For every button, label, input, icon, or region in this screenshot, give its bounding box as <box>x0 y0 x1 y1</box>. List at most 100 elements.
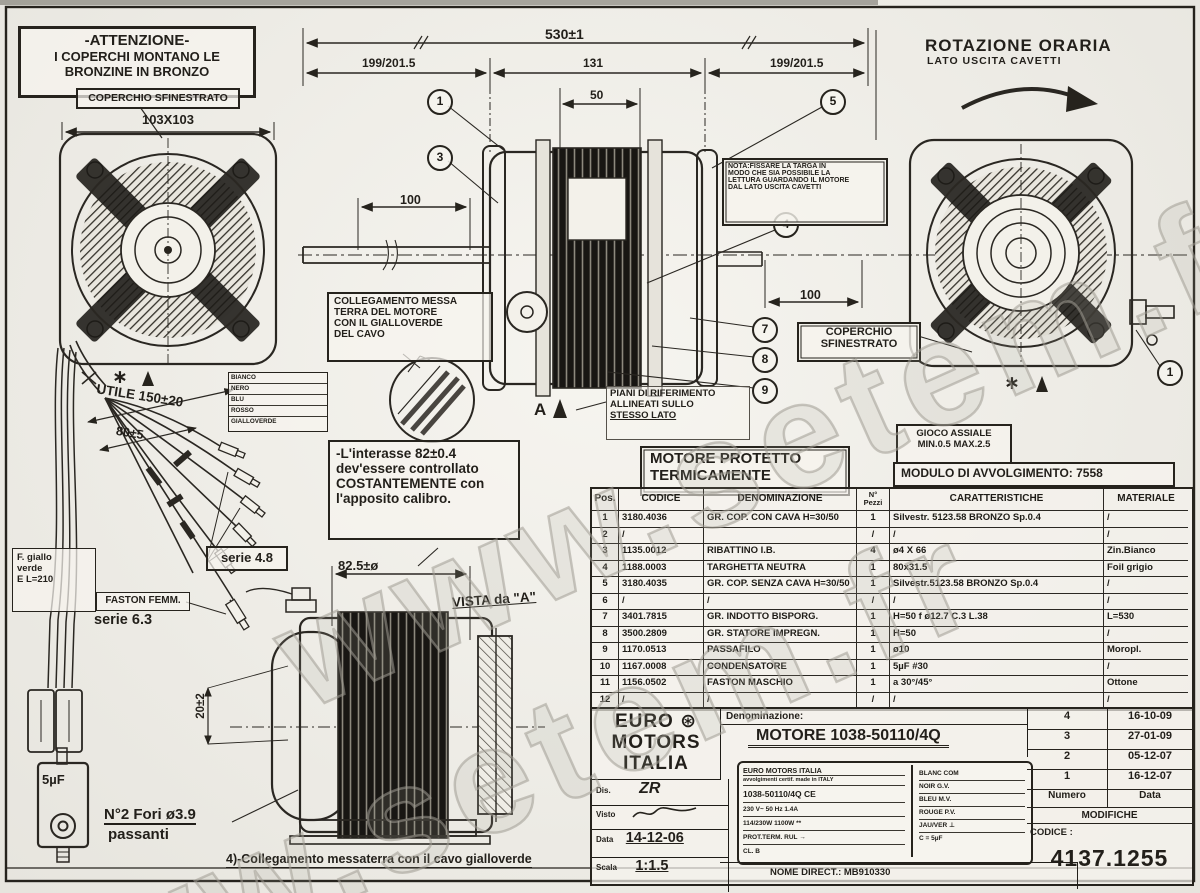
data-col-label: Data <box>1139 790 1161 801</box>
dim-20: 20±2 <box>194 693 207 719</box>
plate-wire-row: C = 5µF <box>919 835 943 842</box>
interasse-note: -L'interasse 82±0.4 dev'essere controlla… <box>328 440 520 540</box>
cell-pos: 11 <box>592 675 619 693</box>
plate-wire-row: BLANC COM <box>919 768 1025 781</box>
interasse-line: -L'interasse 82±0.4 <box>336 446 457 461</box>
collegamento-line: TERRA DEL MOTORE <box>334 307 438 318</box>
plate-line: 230 V~ 50 Hz 1.4A <box>743 803 905 817</box>
attenzione-line1: I COPERCHI MONTANO LE <box>54 49 220 64</box>
callout-3: 3 <box>427 145 453 171</box>
dim-100-left: 100 <box>400 193 421 207</box>
cell-car: 80x31.5 <box>890 559 1104 577</box>
cell-codice: / <box>619 592 704 610</box>
faston-femm-label: FASTON FEMM. <box>96 592 190 611</box>
denominazione-area: Denominazione: MOTORE 1038-50110/4Q <box>720 709 1028 757</box>
visto-signature <box>632 807 697 818</box>
coperchio-left-label: COPERCHIO SFINESTRATO <box>76 88 240 109</box>
company-logo: EURO ⊛ MOTORS ITALIA <box>592 709 721 780</box>
protetto-line1: MOTORE PROTETTO <box>650 450 802 467</box>
cell-codice: 1188.0003 <box>619 559 704 577</box>
cell-mat: / <box>1104 526 1188 544</box>
pezzi-h1: N° <box>868 490 878 499</box>
cell-mat: / <box>1104 658 1188 676</box>
cell-mat: L=530 <box>1104 609 1188 626</box>
codice-value: 4137.1255 <box>1050 845 1169 871</box>
collegamento-line: DEL CAVO <box>334 329 385 340</box>
cell-pezzi: 1 <box>857 658 890 676</box>
callout-1: 1 <box>427 89 453 115</box>
plate-wire-row: BLEU M.V. <box>919 794 1025 807</box>
callout-5: 5 <box>820 89 846 115</box>
capacitor <box>36 747 90 863</box>
plate-line: EURO MOTORS ITALIA <box>743 766 905 776</box>
logo-line2: MOTORS <box>611 732 701 753</box>
collegamento-line: COLLEGAMENTO MESSA <box>334 296 458 307</box>
plate-line: avvolgimenti certif. made in ITALY <box>743 776 905 786</box>
gioco-line1: GIOCO ASSIALE <box>916 428 992 439</box>
plate-wire-row: JAU/VER ⊥ <box>919 820 1025 833</box>
cell-den: PASSAFILO <box>704 642 857 659</box>
scala-value: 1:1.5 <box>635 858 669 874</box>
dim-103x103: 103X103 <box>141 112 195 127</box>
interasse-line: COSTANTEMENTE con <box>336 476 485 491</box>
cell-pezzi: 1 <box>857 675 890 693</box>
cell-car: / <box>890 692 1104 709</box>
cell-codice: 1135.0012 <box>619 543 704 560</box>
wire-color-legend: BIANCO NERO BLU ROSSO GIALLOVERDE <box>228 372 328 432</box>
piani-line: ALLINEATI SULLO <box>610 399 694 410</box>
cell-den: TARGHETTA NEUTRA <box>704 559 857 577</box>
title-block: EURO ⊛ MOTORS ITALIA Dis. ZR Visto Data … <box>590 707 1194 892</box>
cell-den: GR. COP. SENZA CAVA H=30/50 <box>704 576 857 593</box>
targa-line: NOTA:FISSARE LA TARGA IN <box>728 163 826 170</box>
cell-mat: / <box>1104 576 1188 593</box>
callout-7: 7 <box>752 317 778 343</box>
cell-codice: 1156.0502 <box>619 675 704 693</box>
callout-8: 8 <box>752 347 778 373</box>
cell-pezzi: 1 <box>857 609 890 626</box>
rev-number: 4 <box>1027 710 1107 730</box>
coperchio-right-line1: COPERCHIO <box>825 326 893 338</box>
bottom-motor-side-view <box>230 587 545 845</box>
cell-pos: 7 <box>592 609 619 626</box>
col-header-pos: Pos. <box>592 489 619 510</box>
cell-pos: 6 <box>592 592 619 610</box>
cell-car: H=50 <box>890 625 1104 643</box>
dim-530: 530±1 <box>545 26 584 42</box>
visto-row: Visto <box>592 803 729 830</box>
cell-codice: / <box>619 526 704 544</box>
plate-line: CL. B <box>743 848 760 855</box>
cell-den: GR. INDOTTO BISPORG. <box>704 609 857 626</box>
cell-mat: / <box>1104 625 1188 643</box>
motor-model: MOTORE 1038-50110/4Q <box>748 727 949 748</box>
cell-mat: Moropl. <box>1104 642 1188 659</box>
cell-car: ø4 X 66 <box>890 543 1104 560</box>
rev-number: 1 <box>1027 770 1107 790</box>
gioco-assiale-note: GIOCO ASSIALE MIN.0.5 MAX.2.5 <box>896 424 1012 464</box>
logo-line1: EURO <box>614 711 674 732</box>
cell-pos: 3 <box>592 543 619 560</box>
piani-line: PIANI DI RIFERIMENTO <box>610 388 716 399</box>
col-header-codice: CODICE <box>619 489 704 510</box>
motor-nameplate: EURO MOTORS ITALIA avvolgimenti certif. … <box>737 761 1033 865</box>
cell-pezzi: / <box>857 592 890 610</box>
cell-car: H=50 f ø12.7 C.3 L.38 <box>890 609 1104 626</box>
rotazione-title: ROTAZIONE ORARIA <box>925 36 1112 55</box>
left-motor-end-view <box>58 132 278 386</box>
cell-pezzi: 1 <box>857 559 890 577</box>
cell-mat: / <box>1104 592 1188 610</box>
cell-den: / <box>704 592 857 610</box>
cell-pos: 10 <box>592 658 619 676</box>
revision-block: 4 16-10-09 3 27-01-09 2 05-12-07 1 16-12… <box>1027 709 1192 884</box>
messaterra-note: 4)-Collegamento messaterra con il cavo g… <box>226 852 532 868</box>
legend-row: BIANCO <box>229 373 327 384</box>
interasse-line: l'apposito calibro. <box>336 491 451 506</box>
cell-codice: 3500.2809 <box>619 625 704 643</box>
cell-pos: 8 <box>592 625 619 643</box>
nome-direct-row: NOME DIRECT.: MB910330 <box>720 862 1078 889</box>
cell-mat: Zin.Bianco <box>1104 543 1188 560</box>
visto-label: Visto <box>596 810 616 820</box>
right-motor-end-view <box>908 138 1175 392</box>
coperchio-right-note: COPERCHIO SFINESTRATO <box>797 322 921 362</box>
plate-line: 114/230W 1100W ** <box>743 817 905 831</box>
